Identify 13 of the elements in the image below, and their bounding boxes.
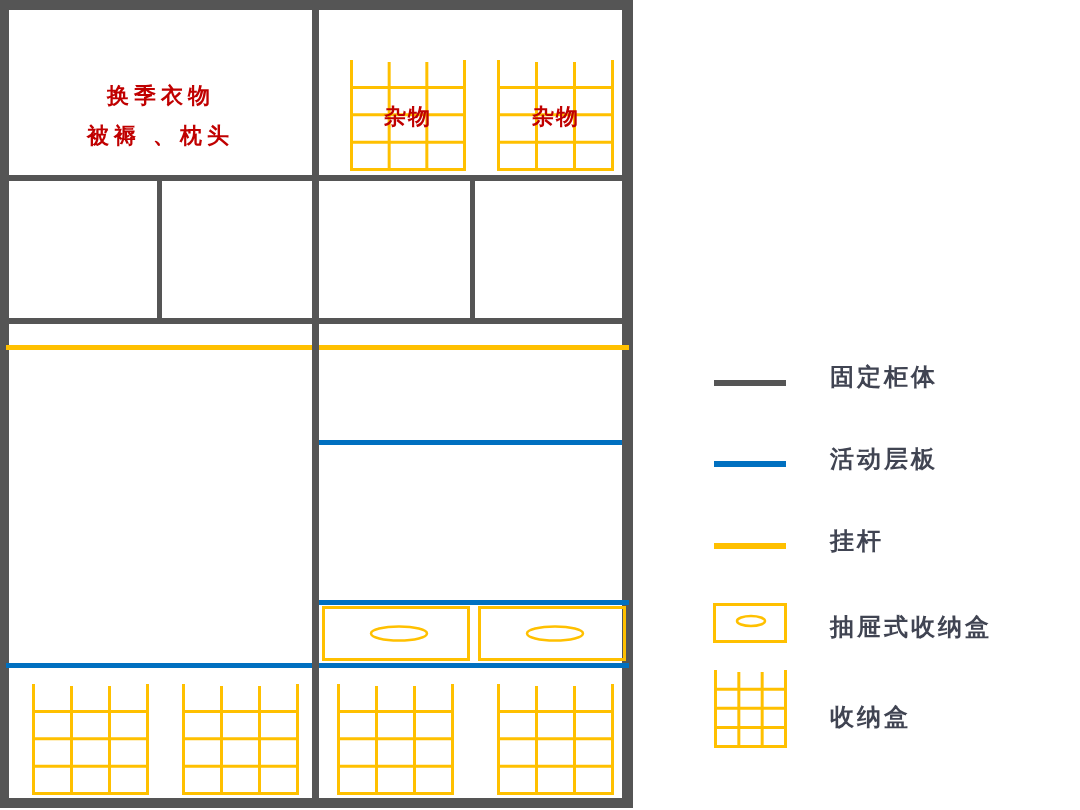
storage-basket [182, 684, 299, 795]
storage-basket [32, 684, 149, 795]
storage-basket [337, 684, 454, 795]
compartment-label: 换季衣物 [106, 84, 215, 108]
legend-label: 收纳盒 [830, 705, 911, 729]
storage-basket [497, 684, 614, 795]
storage-basket [350, 60, 466, 171]
compartment-label: 被褥 、枕头 [86, 124, 235, 148]
legend-label: 固定柜体 [830, 365, 938, 389]
storage-basket [497, 60, 614, 171]
legend-label: 活动层板 [830, 447, 938, 471]
legend-label: 挂杆 [830, 529, 884, 553]
legend-label: 抽屉式收纳盒 [830, 615, 992, 639]
